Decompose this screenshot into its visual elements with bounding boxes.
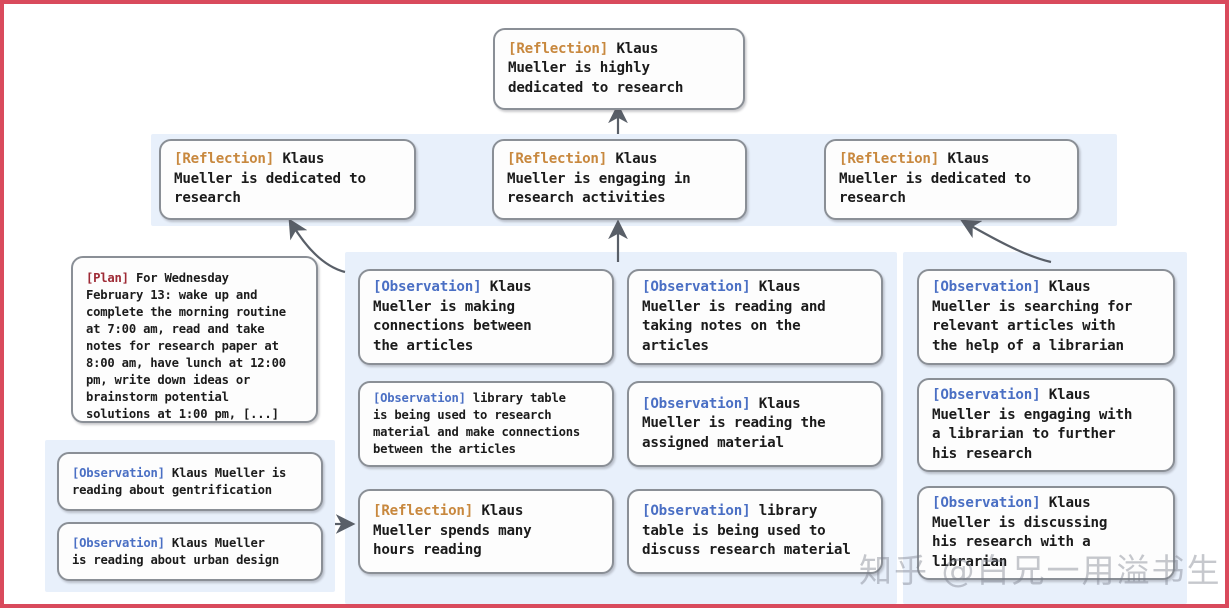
- node-obs-col3-1[interactable]: [Observation] Klaus Mueller is searching…: [917, 269, 1175, 365]
- node-text: Klaus Mueller spends many hours reading: [373, 503, 532, 559]
- node-root-reflection[interactable]: [Reflection] Klaus Mueller is highly ded…: [493, 28, 745, 110]
- tag-reflection: [Reflection]: [373, 503, 474, 520]
- node-obs-col3-3[interactable]: [Observation] Klaus Mueller is discussin…: [917, 486, 1175, 580]
- tag-reflection: [Reflection]: [174, 151, 275, 168]
- node-obs-col3-2[interactable]: [Observation] Klaus Mueller is engaging …: [917, 378, 1175, 472]
- tag-observation: [Observation]: [72, 535, 165, 550]
- node-text: Klaus Mueller is highly dedicated to res…: [508, 40, 684, 96]
- node-plan[interactable]: [Plan] For Wednesday February 13: wake u…: [71, 256, 318, 423]
- node-text: Klaus Mueller is engaging in research ac…: [507, 151, 691, 207]
- node-obs-col2-3[interactable]: [Observation] library table is being use…: [627, 489, 883, 574]
- node-text: Klaus Mueller is making connections betw…: [373, 279, 532, 354]
- tag-reflection: [Reflection]: [839, 151, 940, 168]
- node-reflection-left[interactable]: [Reflection] Klaus Mueller is dedicated …: [159, 139, 416, 220]
- node-text: Klaus Mueller is dedicated to research: [174, 151, 366, 207]
- node-reflection-mid[interactable]: [Reflection] Klaus Mueller is engaging i…: [492, 139, 747, 220]
- tag-observation: [Observation]: [932, 387, 1041, 403]
- tag-observation: [Observation]: [932, 495, 1041, 511]
- node-text: Klaus Mueller is reading about gentrific…: [72, 465, 287, 497]
- node-obs-col2-1[interactable]: [Observation] Klaus Mueller is reading a…: [627, 269, 883, 365]
- node-obs-col2-2[interactable]: [Observation] Klaus Mueller is reading t…: [627, 381, 883, 467]
- node-text: Klaus Mueller is searching for relevant …: [932, 279, 1133, 354]
- tag-observation: [Observation]: [72, 465, 165, 480]
- node-text: Klaus Mueller is reading about urban des…: [72, 535, 279, 567]
- tag-observation: [Observation]: [373, 391, 466, 405]
- node-reflection-col1-3[interactable]: [Reflection] Klaus Mueller spends many h…: [358, 489, 614, 574]
- tag-observation: [Observation]: [373, 279, 482, 295]
- node-obs-bottomleft-2[interactable]: [Observation] Klaus Mueller is reading a…: [57, 522, 323, 581]
- tag-observation: [Observation]: [642, 395, 751, 412]
- node-obs-bottomleft-1[interactable]: [Observation] Klaus Mueller is reading a…: [57, 452, 323, 511]
- node-text: library table is being used to discuss r…: [642, 503, 851, 559]
- tag-reflection: [Reflection]: [508, 40, 609, 57]
- tag-observation: [Observation]: [642, 503, 751, 520]
- node-text: Klaus Mueller is discussing his research…: [932, 495, 1108, 570]
- node-text: Klaus Mueller is engaging with a librari…: [932, 387, 1133, 462]
- node-obs-col1-2[interactable]: [Observation] library table is being use…: [358, 381, 614, 467]
- node-text: Klaus Mueller is dedicated to research: [839, 151, 1031, 207]
- node-obs-col1-1[interactable]: [Observation] Klaus Mueller is making co…: [358, 269, 614, 365]
- tag-plan: [Plan]: [86, 271, 129, 285]
- node-text: library table is being used to research …: [373, 391, 580, 456]
- node-text: For Wednesday February 13: wake up and c…: [86, 271, 286, 421]
- node-text: Klaus Mueller is reading and taking note…: [642, 279, 826, 354]
- node-reflection-right[interactable]: [Reflection] Klaus Mueller is dedicated …: [824, 139, 1079, 220]
- tag-reflection: [Reflection]: [507, 151, 608, 168]
- tag-observation: [Observation]: [642, 279, 751, 295]
- node-text: Klaus Mueller is reading the assigned ma…: [642, 395, 826, 451]
- tag-observation: [Observation]: [932, 279, 1041, 295]
